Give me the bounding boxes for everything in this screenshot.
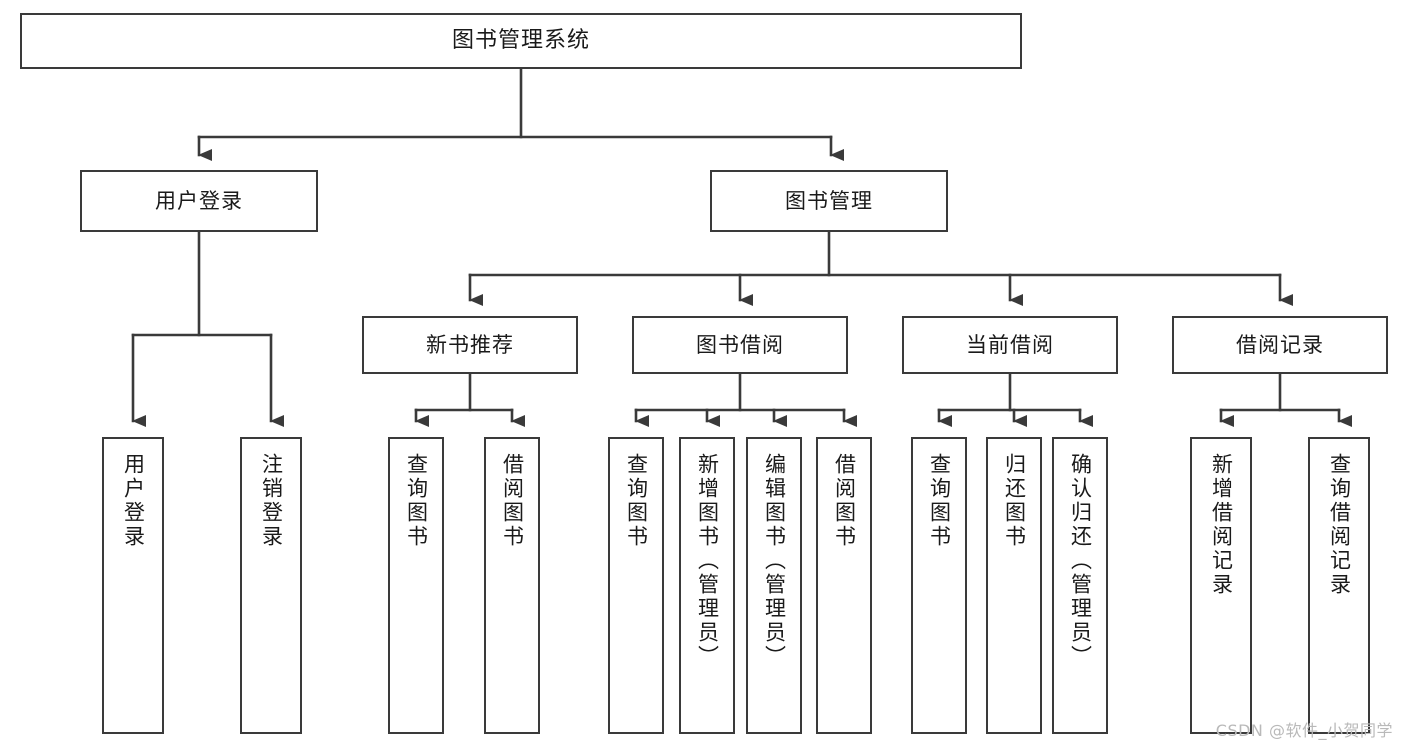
node-label: 查询图书	[624, 453, 649, 549]
node-label: 图书借阅	[696, 332, 784, 357]
node-label: 新书推荐	[426, 332, 514, 357]
leaf-query-book-borrow[interactable]: 查询图书	[608, 437, 664, 734]
node-label: 新增图书（管理员）	[695, 453, 720, 669]
node-book-manage[interactable]: 图书管理	[710, 170, 948, 232]
node-label: 当前借阅	[966, 332, 1054, 357]
leaf-query-book-recommend[interactable]: 查询图书	[388, 437, 444, 734]
node-label: 确认归还（管理员）	[1068, 453, 1093, 669]
leaf-query-book-current[interactable]: 查询图书	[911, 437, 967, 734]
leaf-user-login[interactable]: 用户登录	[102, 437, 164, 734]
node-label: 用户登录	[121, 453, 146, 549]
node-label: 用户登录	[155, 188, 243, 213]
leaf-confirm-return-admin[interactable]: 确认归还（管理员）	[1052, 437, 1108, 734]
leaf-return-book[interactable]: 归还图书	[986, 437, 1042, 734]
node-label: 查询借阅记录	[1327, 453, 1352, 597]
leaf-edit-book-admin[interactable]: 编辑图书（管理员）	[746, 437, 802, 734]
leaf-borrow-book-recommend[interactable]: 借阅图书	[484, 437, 540, 734]
node-label: 新增借阅记录	[1209, 453, 1234, 597]
node-label: 查询图书	[927, 453, 952, 549]
watermark: CSDN @软件_小贺同学	[1215, 721, 1393, 740]
node-book-borrow[interactable]: 图书借阅	[632, 316, 848, 374]
node-label: 编辑图书（管理员）	[762, 453, 787, 669]
leaf-borrow-book[interactable]: 借阅图书	[816, 437, 872, 734]
leaf-add-borrow-record[interactable]: 新增借阅记录	[1190, 437, 1252, 734]
node-current-borrow[interactable]: 当前借阅	[902, 316, 1118, 374]
node-user-login[interactable]: 用户登录	[80, 170, 318, 232]
node-label: 借阅图书	[832, 453, 857, 549]
node-borrow-record[interactable]: 借阅记录	[1172, 316, 1388, 374]
node-root-system[interactable]: 图书管理系统	[20, 13, 1022, 69]
node-label: 归还图书	[1002, 453, 1027, 549]
node-label: 注销登录	[259, 453, 284, 549]
leaf-add-book-admin[interactable]: 新增图书（管理员）	[679, 437, 735, 734]
leaf-query-borrow-record[interactable]: 查询借阅记录	[1308, 437, 1370, 734]
node-label: 图书管理	[785, 188, 873, 213]
node-label: 图书管理系统	[451, 28, 590, 54]
leaf-user-logout[interactable]: 注销登录	[240, 437, 302, 734]
node-label: 查询图书	[404, 453, 429, 549]
node-label: 借阅记录	[1236, 332, 1324, 357]
node-new-book-recommend[interactable]: 新书推荐	[362, 316, 578, 374]
node-label: 借阅图书	[500, 453, 525, 549]
